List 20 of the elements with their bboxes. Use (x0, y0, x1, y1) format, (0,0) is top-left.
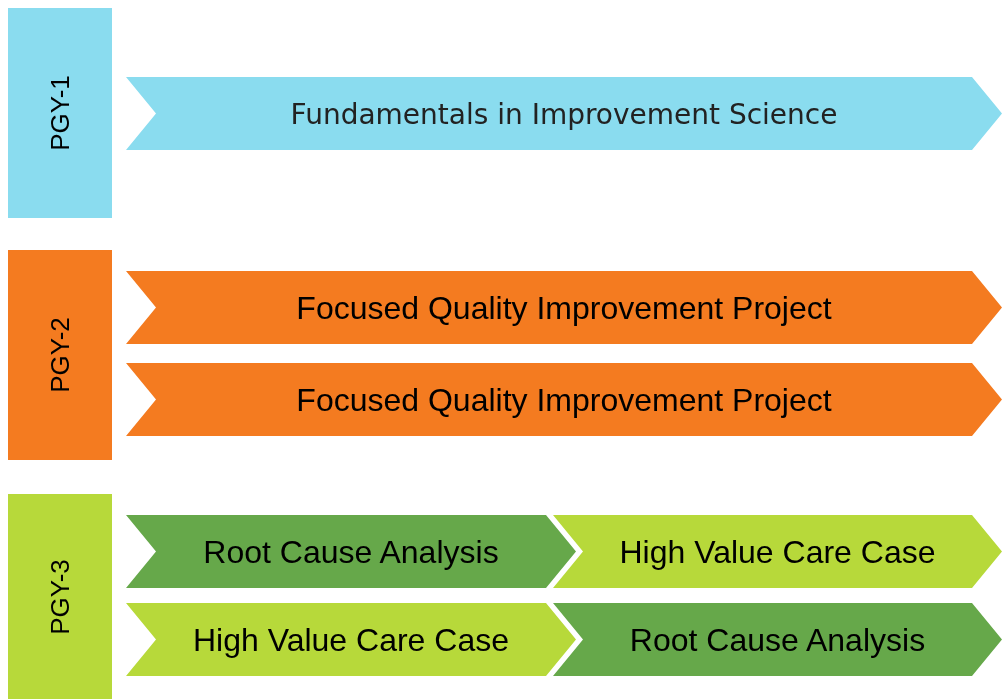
year-label: PGY-1 (44, 75, 76, 151)
module-label: Fundamentals in Improvement Science (289, 97, 839, 130)
module-banner (126, 515, 576, 588)
module-banner (553, 603, 1002, 676)
module-label: Focused Quality Improvement Project (295, 381, 833, 418)
module-label: Focused Quality Improvement Project (295, 289, 833, 326)
year-band (8, 494, 112, 699)
year-label: PGY-3 (44, 558, 76, 635)
module-banner (126, 363, 1002, 436)
module-label: Root Cause Analysis (202, 533, 500, 570)
module-banner (126, 77, 1002, 150)
year-band (8, 8, 112, 218)
module-label: Root Cause Analysis (628, 621, 927, 658)
module-label: High Value Care Case (192, 621, 510, 658)
module-banner (126, 271, 1002, 344)
year-label: PGY-2 (44, 317, 76, 393)
module-banner (126, 603, 576, 676)
module-banner (553, 515, 1002, 588)
module-label: High Value Care Case (618, 533, 937, 570)
year-band (8, 250, 112, 460)
